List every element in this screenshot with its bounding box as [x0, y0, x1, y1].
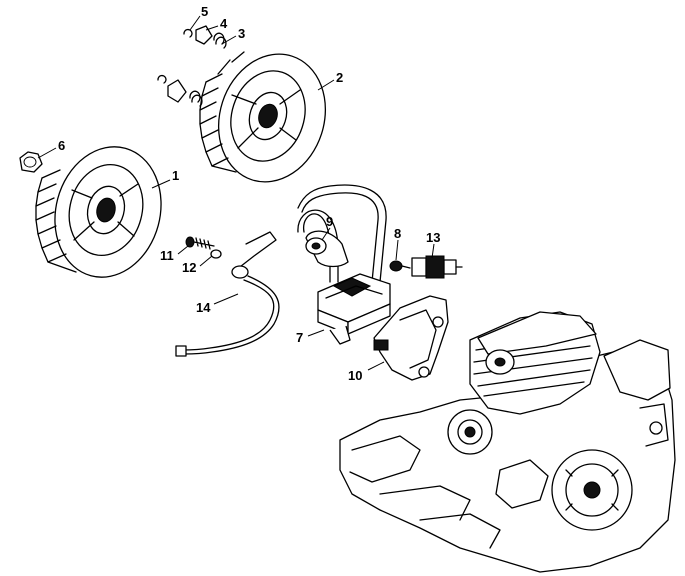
callout-11: 11 [160, 248, 174, 263]
callout-10: 10 [348, 368, 362, 383]
callout-6: 6 [58, 138, 65, 153]
callout-13: 13 [426, 230, 440, 245]
callout-8: 8 [394, 226, 401, 241]
callout-2: 2 [336, 70, 343, 85]
callout-12: 12 [182, 260, 196, 275]
callout-4: 4 [220, 16, 228, 31]
callout-7: 7 [296, 330, 303, 345]
engine-assembly [339, 311, 676, 573]
screw-8 [389, 260, 411, 272]
callout-1: 1 [172, 168, 179, 183]
cover [373, 295, 449, 381]
pawl-assembly-lower [157, 74, 203, 107]
callout-labels: 1 2 3 4 5 6 7 8 9 10 11 12 13 14 [58, 4, 440, 383]
pawl-assembly-top [183, 25, 227, 49]
callout-14: 14 [196, 300, 211, 315]
ignition-module [317, 273, 391, 345]
spark-plug [411, 255, 463, 279]
callout-9: 9 [326, 214, 333, 229]
spark-plug-boot [305, 230, 349, 268]
flywheel-upper [199, 51, 327, 183]
screw-11 [185, 236, 215, 250]
short-circuit-wire [175, 231, 280, 357]
callout-5: 5 [201, 4, 208, 19]
callout-3: 3 [238, 26, 245, 41]
flywheel-lower [35, 146, 162, 278]
washer-12 [210, 249, 222, 259]
leader-lines [37, 15, 435, 371]
hex-nut [19, 151, 43, 173]
